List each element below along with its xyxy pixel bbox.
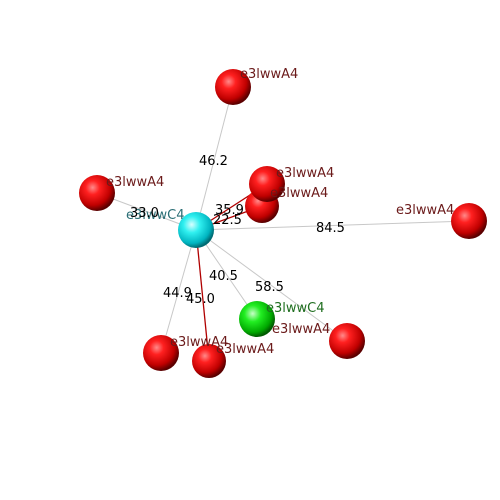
atom-center-sphere[interactable] bbox=[178, 212, 214, 248]
atom-a_top-sphere[interactable] bbox=[215, 69, 251, 105]
distance-line-a_right bbox=[195, 220, 470, 231]
distance-line-a_bl bbox=[160, 229, 197, 354]
distance-label-a_bl: 44.9 bbox=[163, 286, 192, 301]
atom-label-a_mid2: e3lwwA4 bbox=[270, 186, 328, 201]
atom-a_right-sphere[interactable] bbox=[451, 203, 487, 239]
distance-label-a_lr: 58.5 bbox=[255, 280, 284, 295]
distance-label-a_bm: 45.0 bbox=[186, 292, 215, 307]
distance-line-a_lr bbox=[195, 229, 348, 342]
distance-label-c_green: 40.5 bbox=[209, 269, 238, 284]
atom-label-a_lr: e3lwwA4 bbox=[272, 322, 330, 337]
atom-a_left-sphere[interactable] bbox=[79, 175, 115, 211]
atom-label-center: e3lwwC4 bbox=[126, 208, 185, 223]
atom-a_lr-sphere[interactable] bbox=[329, 323, 365, 359]
atom-label-a_bm: e3lwwA4 bbox=[216, 342, 274, 357]
atom-label-a_bl: e3lwwA4 bbox=[170, 335, 228, 350]
distance-label-a_mid1: 35.9 bbox=[215, 203, 244, 218]
distance-label-a_top: 46.2 bbox=[199, 154, 228, 169]
distance-label-a_left: 33.0 bbox=[130, 206, 159, 221]
atom-label-a_left: e3lwwA4 bbox=[106, 175, 164, 190]
distance-line-a_top bbox=[195, 86, 234, 231]
atom-label-a_mid1: e3lwwA4 bbox=[276, 166, 334, 181]
atom-c_green-sphere[interactable] bbox=[239, 301, 275, 337]
distance-line-a_bm bbox=[195, 229, 210, 362]
atom-a_mid1-sphere[interactable] bbox=[249, 166, 285, 202]
distance-label-a_mid2: 22.5 bbox=[213, 213, 242, 228]
atom-label-a_top: e3lwwA4 bbox=[240, 67, 298, 82]
atom-label-a_right: e3lwwA4 bbox=[396, 203, 454, 218]
atom-label-c_green: e3lwwC4 bbox=[266, 301, 325, 316]
atom-a_bl-sphere[interactable] bbox=[143, 335, 179, 371]
distance-label-a_right: 84.5 bbox=[316, 221, 345, 236]
atom-a_bm-sphere[interactable] bbox=[192, 344, 226, 378]
